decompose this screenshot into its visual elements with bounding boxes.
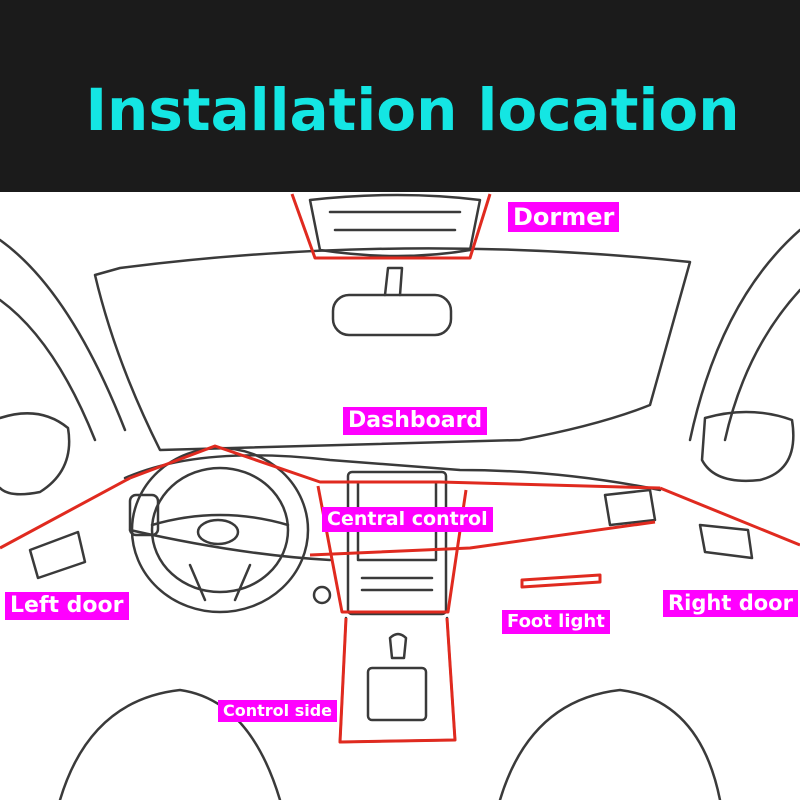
rearview-mirror xyxy=(331,293,453,337)
central-control-line xyxy=(316,485,468,614)
start-button xyxy=(312,585,332,605)
foot-light-strip xyxy=(520,573,602,589)
dashboard-label: Dashboard xyxy=(343,407,488,435)
left-air-vent xyxy=(128,493,160,537)
left-door-label: Left door xyxy=(5,592,129,620)
control-side-label: Control side xyxy=(218,700,338,722)
right-door-handle xyxy=(698,523,754,560)
dormer-line xyxy=(290,193,492,260)
right-door-label: Right door xyxy=(663,590,798,617)
right-door-line xyxy=(659,486,800,547)
page-title: Installation location xyxy=(85,76,740,144)
left-door-handle xyxy=(28,530,87,580)
foot-light-label: Foot light xyxy=(502,610,610,634)
central-control-label: Central control xyxy=(322,507,493,532)
left-seat xyxy=(58,688,282,800)
right-pillar-outline xyxy=(688,228,800,442)
left-side-mirror xyxy=(0,412,71,496)
car-interior-sketch xyxy=(0,193,800,800)
right-side-mirror xyxy=(700,410,795,482)
left-pillar-outline xyxy=(0,238,127,442)
roof-console xyxy=(308,193,482,258)
control-side-line xyxy=(338,617,457,744)
title-banner: Installation location xyxy=(0,0,800,192)
left-door-line xyxy=(0,476,131,550)
right-air-vent xyxy=(603,488,657,527)
center-console xyxy=(338,616,457,744)
dormer-label: Dormer xyxy=(508,202,620,232)
central-screen xyxy=(346,470,448,616)
dashboard-line xyxy=(129,444,661,490)
right-seat xyxy=(498,688,722,800)
lower-dash-line xyxy=(309,520,656,557)
dashboard-outline xyxy=(123,454,662,492)
